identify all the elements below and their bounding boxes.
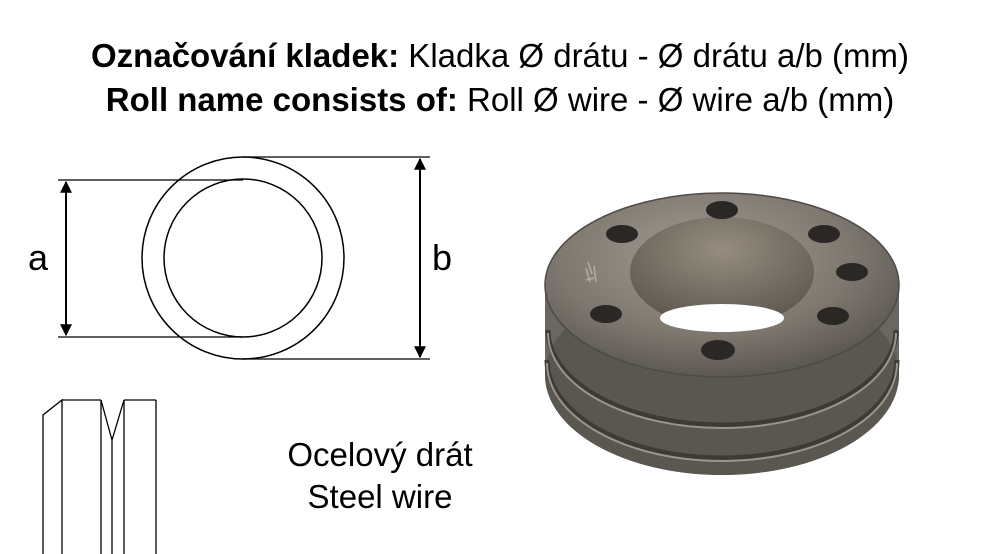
roll-hole <box>590 305 622 323</box>
groove-profile <box>42 398 157 554</box>
roll-photo-illustration <box>544 192 900 475</box>
title-czech-rest: Kladka Ø drátu - Ø drátu a/b (mm) <box>399 37 909 74</box>
caption-english: Steel wire <box>307 478 453 515</box>
roll-hole <box>701 340 735 360</box>
title-czech: Označování kladek: Kladka Ø drátu - Ø dr… <box>0 36 1000 76</box>
roll-hole <box>808 225 840 243</box>
roll-hole <box>817 307 849 325</box>
ring-outer-circle <box>141 156 345 360</box>
roll-hole <box>706 201 738 219</box>
title-english: Roll name consists of: Roll Ø wire - Ø w… <box>0 80 1000 120</box>
title-english-bold: Roll name consists of: <box>105 81 458 118</box>
title-english-rest: Roll Ø wire - Ø wire a/b (mm) <box>457 81 895 118</box>
dimension-a-label: a <box>28 237 49 278</box>
caption-czech: Ocelový drát <box>287 436 473 473</box>
roll-hole <box>606 225 638 243</box>
ring-inner-circle <box>163 178 323 338</box>
roll-engraving <box>585 261 597 283</box>
title-czech-bold: Označování kladek: <box>91 37 400 74</box>
dimension-b-label: b <box>432 237 453 278</box>
roll-hole <box>836 263 868 281</box>
